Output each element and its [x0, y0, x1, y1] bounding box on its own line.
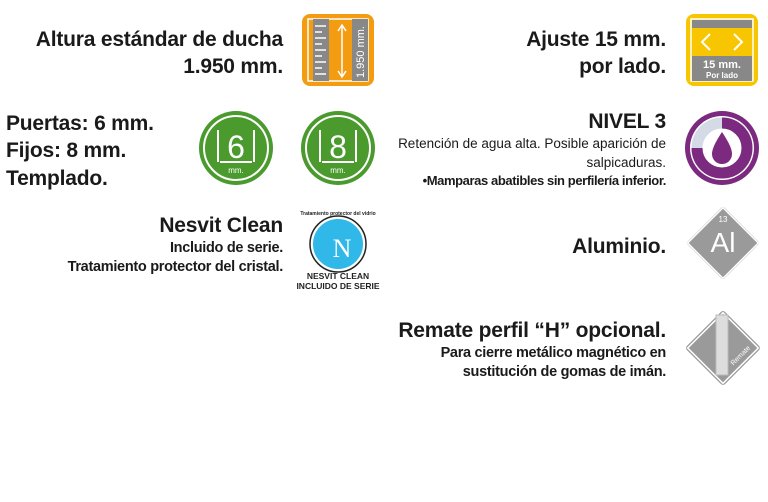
nesvit-text: Nesvit Clean Incluido de serie. Tratamie…: [67, 212, 284, 277]
nivel-note: •Mamparas abatibles sin perfilería infer…: [422, 172, 667, 188]
svg-text:6: 6: [227, 129, 245, 165]
svg-text:Al: Al: [711, 227, 736, 258]
vidrio-text: Puertas: 6 mm. Fijos: 8 mm. Templado.: [6, 110, 154, 192]
svg-text:13: 13: [719, 215, 728, 224]
svg-text:mm.: mm.: [330, 166, 346, 175]
shower-height-icon: 1.950 mm.: [302, 14, 374, 86]
remate-text: Remate perfil “H” opcional. Para cierre …: [398, 317, 666, 382]
svg-text:Tratamiento protector del vidr: Tratamiento protector del vidrio: [300, 211, 375, 217]
nivel-desc: Retención de agua alta. Posible aparició…: [398, 136, 666, 170]
vidrio-line: Puertas: 6 mm.: [6, 112, 154, 135]
ajuste-title: Ajuste 15 mm.: [526, 28, 666, 51]
glass-6mm-icon: 6 mm.: [199, 111, 273, 185]
svg-text:1.950 mm.: 1.950 mm.: [355, 26, 367, 78]
svg-text:8: 8: [329, 129, 347, 165]
altura-value: 1.950 mm.: [183, 55, 283, 79]
remate-title: Remate perfil “H” opcional.: [398, 319, 666, 342]
svg-text:15 mm.: 15 mm.: [703, 59, 741, 71]
nivel-text: NIVEL 3 Retención de agua alta. Posible …: [366, 108, 666, 189]
svg-text:Por lado: Por lado: [706, 71, 738, 80]
remate-line1: Para cierre metálico magnético en: [440, 345, 667, 362]
ajuste-text: Ajuste 15 mm. por lado.: [526, 26, 666, 81]
nivel-title: NIVEL 3: [588, 110, 666, 133]
svg-text:INCLUIDO DE SERIE: INCLUIDO DE SERIE: [296, 281, 379, 291]
remate-line2: sustitución de gomas de imán.: [462, 364, 667, 381]
aluminio-text: Aluminio.: [572, 233, 666, 260]
aluminio-title: Aluminio.: [572, 235, 666, 258]
svg-text:mm.: mm.: [228, 166, 244, 175]
svg-text:NESVIT CLEAN: NESVIT CLEAN: [307, 271, 369, 281]
nesvit-line2: Tratamiento protector del cristal.: [67, 259, 284, 276]
vidrio-line: Templado.: [6, 166, 108, 190]
nesvit-line1: Incluido de serie.: [169, 240, 283, 257]
nesvit-clean-badge-icon: Tratamiento protector del vidrio N NESVI…: [296, 211, 379, 291]
water-level-icon: [685, 111, 759, 185]
vidrio-line: Fijos: 8 mm.: [6, 139, 127, 163]
altura-text: Altura estándar de ducha 1.950 mm.: [36, 26, 283, 81]
svg-text:N: N: [333, 234, 352, 263]
nesvit-title: Nesvit Clean: [159, 214, 283, 237]
altura-title: Altura estándar de ducha: [35, 28, 283, 51]
h-profile-icon: Perfil "H" Remate Opcional: [686, 311, 760, 387]
ajuste-subtitle: por lado.: [579, 55, 666, 79]
adjustment-icon: 15 mm. Por lado: [686, 14, 758, 86]
glass-8mm-icon: 8 mm.: [301, 111, 375, 185]
aluminium-element-icon: 13 Al Aluminio: [685, 205, 761, 284]
